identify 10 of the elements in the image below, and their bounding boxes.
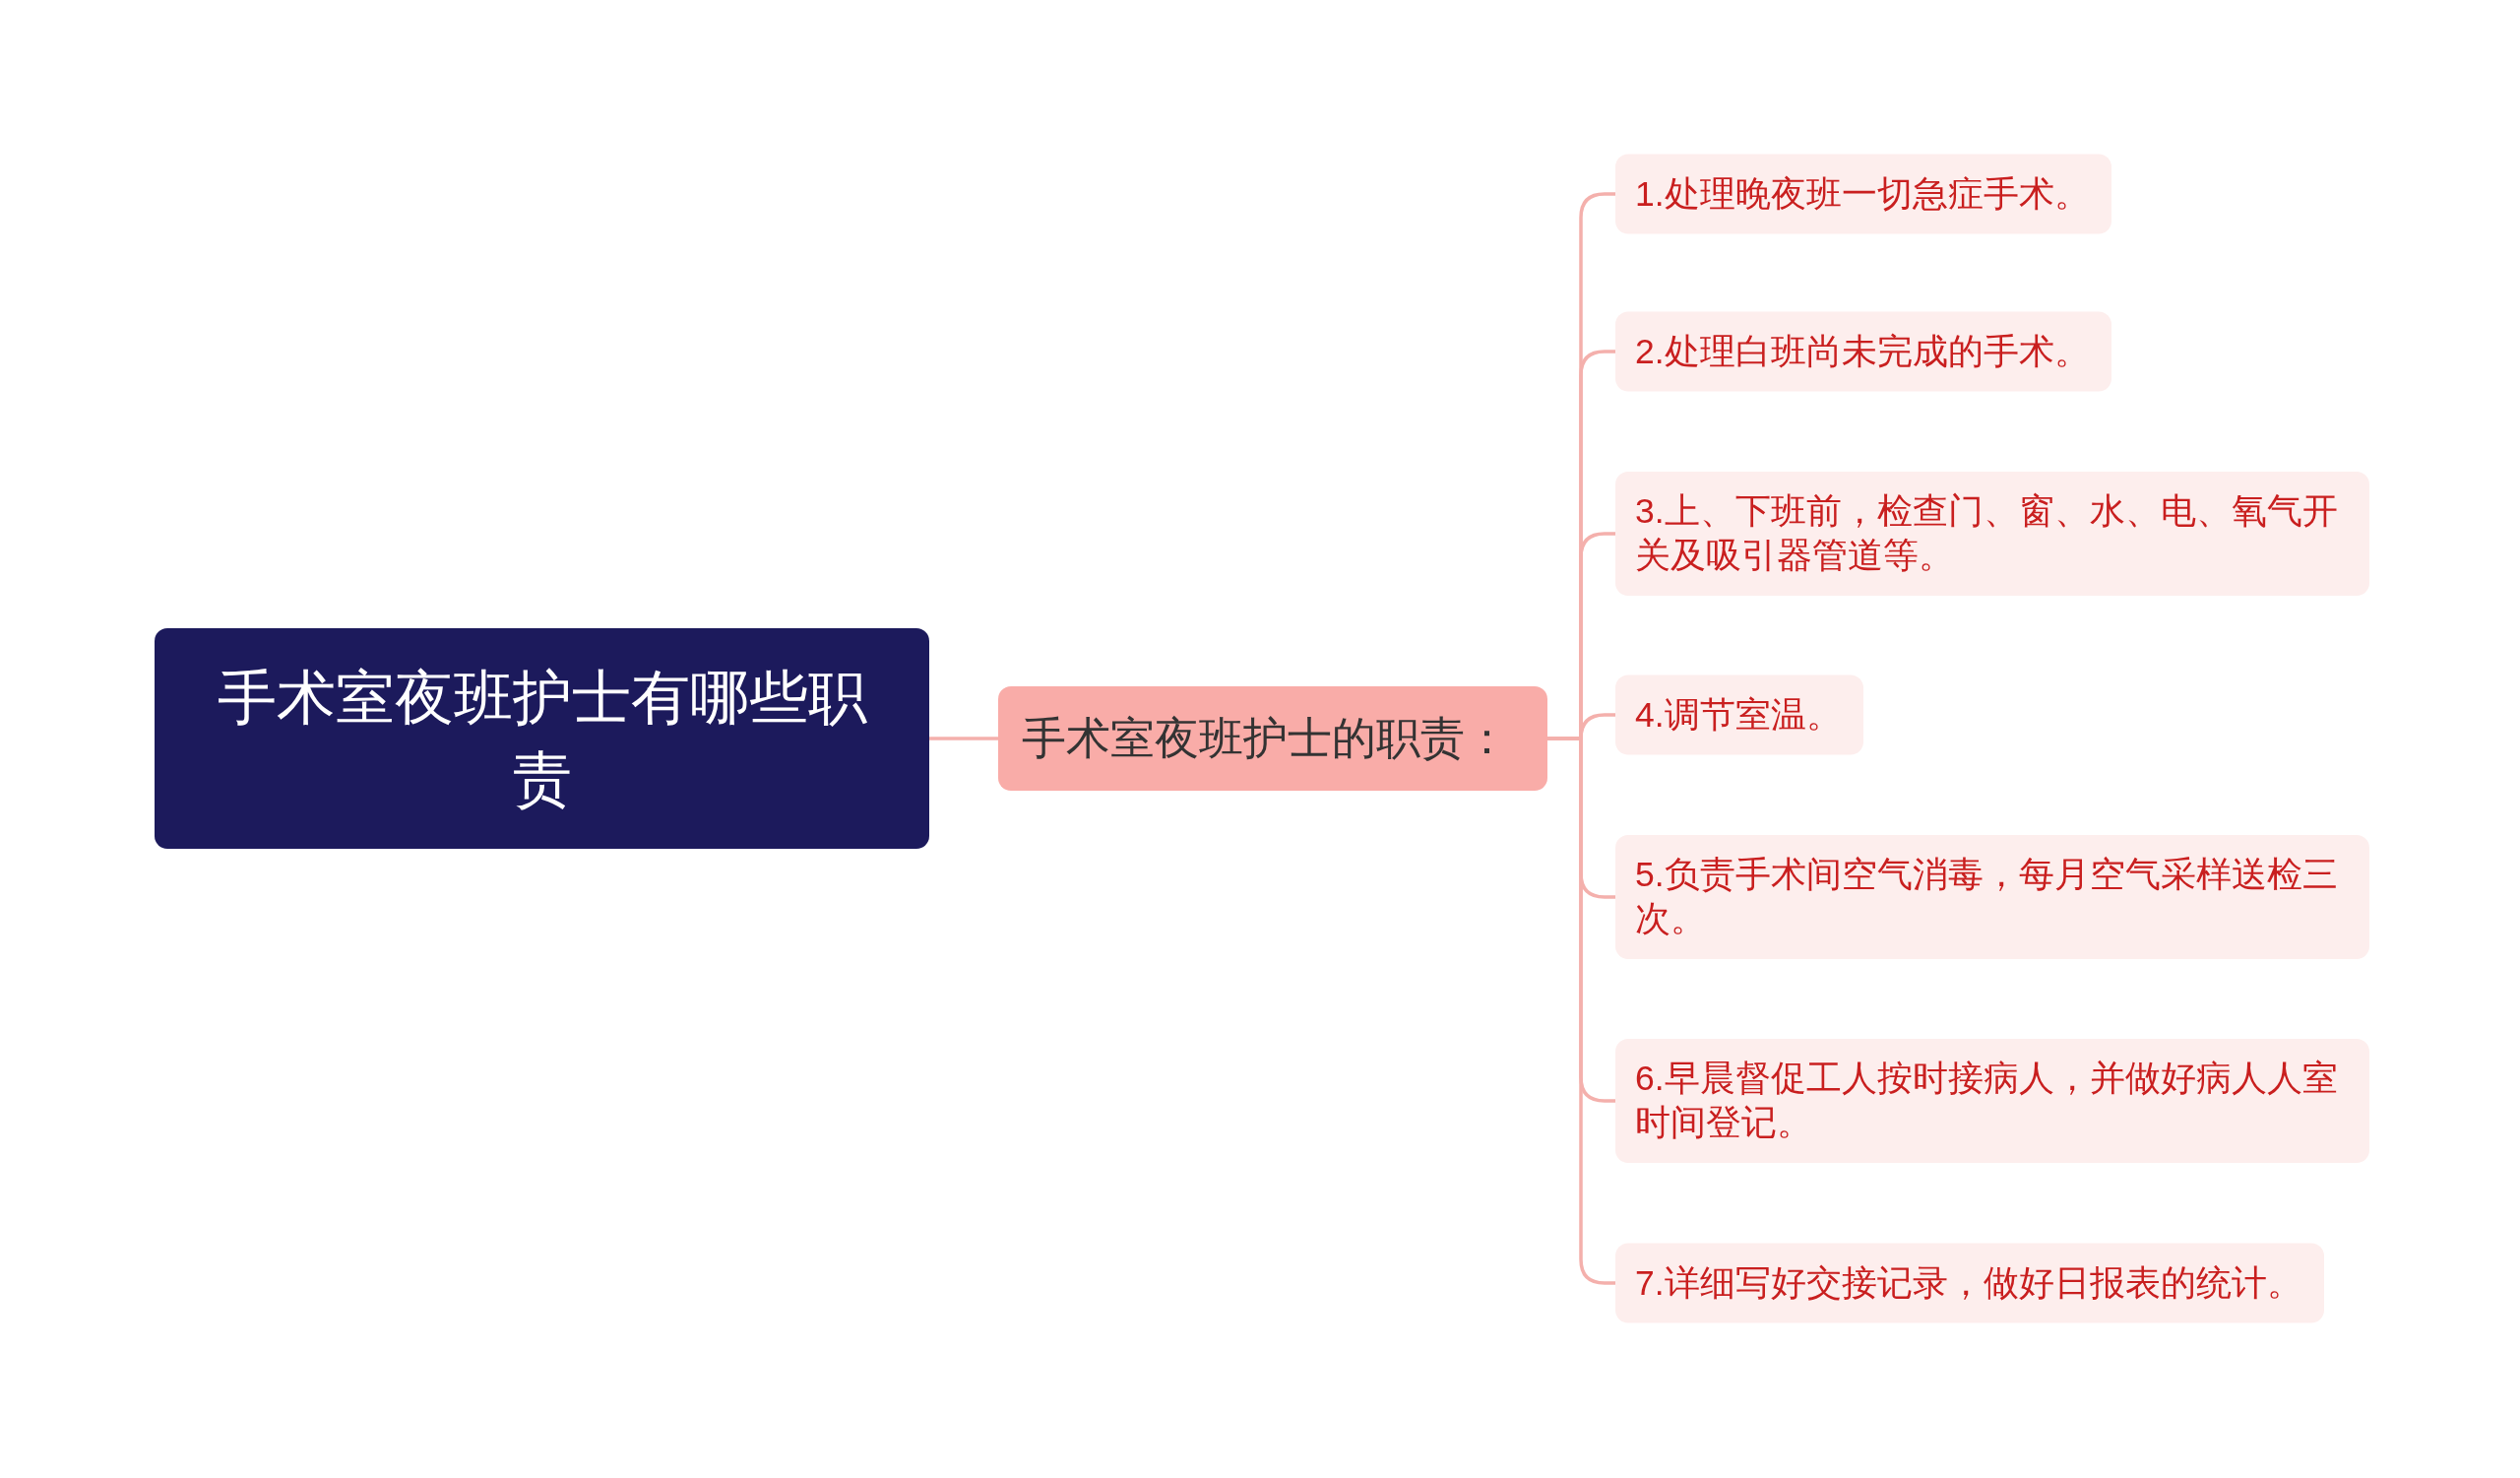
subtopic-box: 手术室夜班护士的职责： [998,686,1547,791]
item-box: 3.上、下班前，检查门、窗、水、电、氧气开关及吸引器管道等。 [1615,472,2369,596]
item-box: 4.调节室温。 [1615,675,1863,755]
item-box: 7.详细写好交接记录，做好日报表的统计。 [1615,1243,2324,1323]
item-box: 2.处理白班尚未完成的手术。 [1615,311,2111,392]
item-box: 1.处理晚夜班一切急症手术。 [1615,154,2111,234]
item-box: 5.负责手术间空气消毒，每月空气采样送检三次。 [1615,835,2369,959]
item-box: 6.早晨督促工人按时接病人，并做好病人人室时间登记。 [1615,1039,2369,1163]
connector-line [929,737,998,740]
topic-box: 手术室夜班护士有哪些职责 [155,628,929,849]
